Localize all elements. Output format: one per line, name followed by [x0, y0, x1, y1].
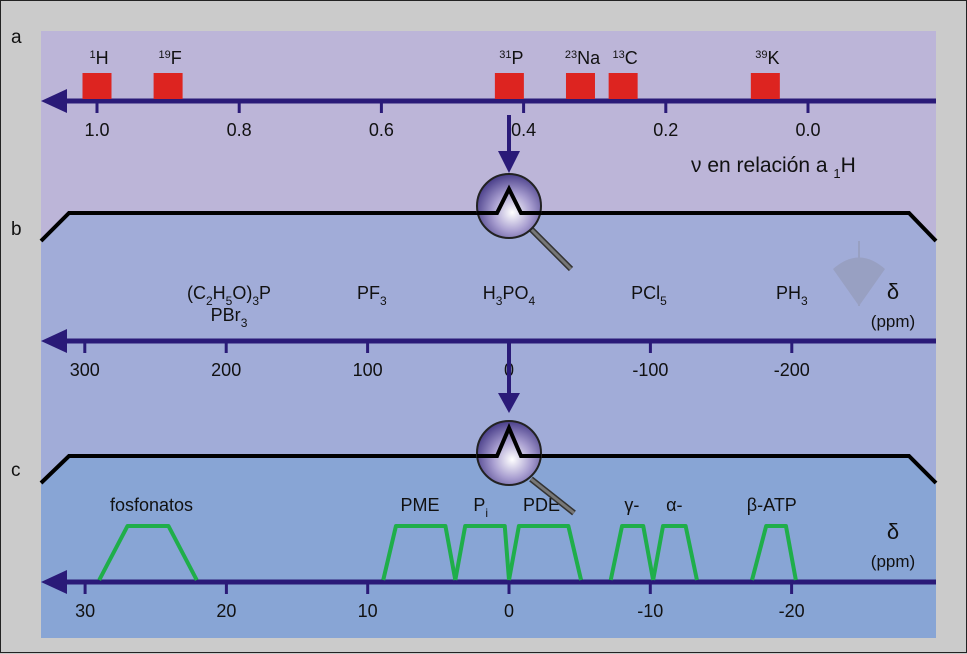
nucleus-label-na: 23Na: [565, 48, 601, 68]
compound-label: PH3: [776, 283, 808, 308]
compound-label: PF3: [357, 283, 387, 308]
nucleus-marker-na: [565, 73, 595, 99]
peak-pde: [507, 524, 584, 581]
peak-fosfonatos: [97, 524, 199, 581]
panel-c-axis: 30 20 10 0 -10 -20 fosfonatos PME Pi PDE γ-α-β-ATP: [41, 495, 936, 621]
axis-c-arrow-head: [41, 570, 67, 594]
axis-a-arrow-head: [41, 89, 67, 113]
axis-a-tick-label: 0.0: [795, 120, 820, 140]
peak-atp: [750, 524, 798, 581]
compound-label: PCl5: [631, 283, 667, 308]
nucleus-marker-p: [494, 73, 524, 99]
axis-b-delta: δ: [887, 279, 899, 304]
axis-a-tick-label: 0.6: [369, 120, 394, 140]
nucleus-marker-c: [608, 73, 638, 99]
nucleus-marker-k: [750, 73, 780, 99]
panel-a-axis: 1.0 0.8 0.6 0.4 0.2 0.0 1H 19F 31P 23Na 13C 39K: [41, 48, 936, 140]
compound-label: (C2H5O)3P: [187, 283, 271, 308]
axis-c-tick-label: 20: [216, 601, 236, 621]
nucleus-marker-h: [82, 73, 112, 99]
nucleus-label-p: 31P: [499, 48, 523, 68]
axis-c-tick-label: 10: [358, 601, 378, 621]
nucleus-label-h: 1H: [89, 48, 108, 68]
peak-: [651, 524, 699, 581]
peak-label: fosfonatos: [110, 495, 193, 515]
axis-a-tick-label: 0.4: [511, 120, 536, 140]
peak-pme: [381, 524, 458, 581]
compound-label: H3PO4: [483, 283, 536, 308]
magnifier-icon: [476, 420, 576, 516]
compound-label: PBr3: [211, 305, 248, 330]
axis-b-tick-label: 100: [353, 360, 383, 380]
axis-c-tick-label: 30: [75, 601, 95, 621]
panel-a-label: a: [11, 27, 22, 48]
axis-c-tick-label: -10: [637, 601, 663, 621]
peak-label: PDE: [523, 495, 560, 515]
peak-: [608, 524, 656, 581]
axis-b-tick-label: 200: [211, 360, 241, 380]
axis-b-arrow-head: [41, 329, 67, 353]
zoom-arrow-b-to-c: [498, 343, 520, 413]
peak-label: α-: [666, 495, 682, 515]
nucleus-label-k: 39K: [755, 48, 779, 68]
peak-p: [453, 524, 511, 581]
panel-b-axis: 3002001000-100-200(C2H5O)3PPBr3PF3H3PO4P…: [41, 283, 936, 380]
axis-c-tick-label: -20: [779, 601, 805, 621]
axis-a-tick-label: 0.8: [227, 120, 252, 140]
axis-a-title: ν en relación a 1H: [691, 154, 856, 181]
axis-b-tick-label: 300: [70, 360, 100, 380]
panel-c-label: c: [11, 460, 21, 481]
watermark-icon: [833, 241, 885, 306]
magnifier-icon: [476, 173, 574, 272]
axis-b-unit: (ppm): [871, 312, 915, 331]
axis-c-delta: δ: [887, 519, 899, 544]
peak-label: Pi: [473, 495, 488, 520]
axis-c-unit: (ppm): [871, 552, 915, 571]
axis-c-tick-label: 0: [504, 601, 514, 621]
panel-b-label: b: [11, 219, 22, 240]
nucleus-label-f: 19F: [158, 48, 181, 68]
peak-label: PME: [400, 495, 439, 515]
peak-label: β-ATP: [747, 495, 797, 515]
axis-a-tick-label: 1.0: [84, 120, 109, 140]
nucleus-label-c: 13C: [613, 48, 638, 68]
panel-c-background: [41, 456, 936, 638]
axis-b-tick-label: -200: [774, 360, 810, 380]
axis-a-tick-label: 0.2: [653, 120, 678, 140]
nucleus-marker-f: [153, 73, 183, 99]
zoom-arrow-a-to-b: [498, 115, 520, 173]
axis-b-tick-label: -100: [632, 360, 668, 380]
peak-label: γ-: [624, 495, 639, 515]
